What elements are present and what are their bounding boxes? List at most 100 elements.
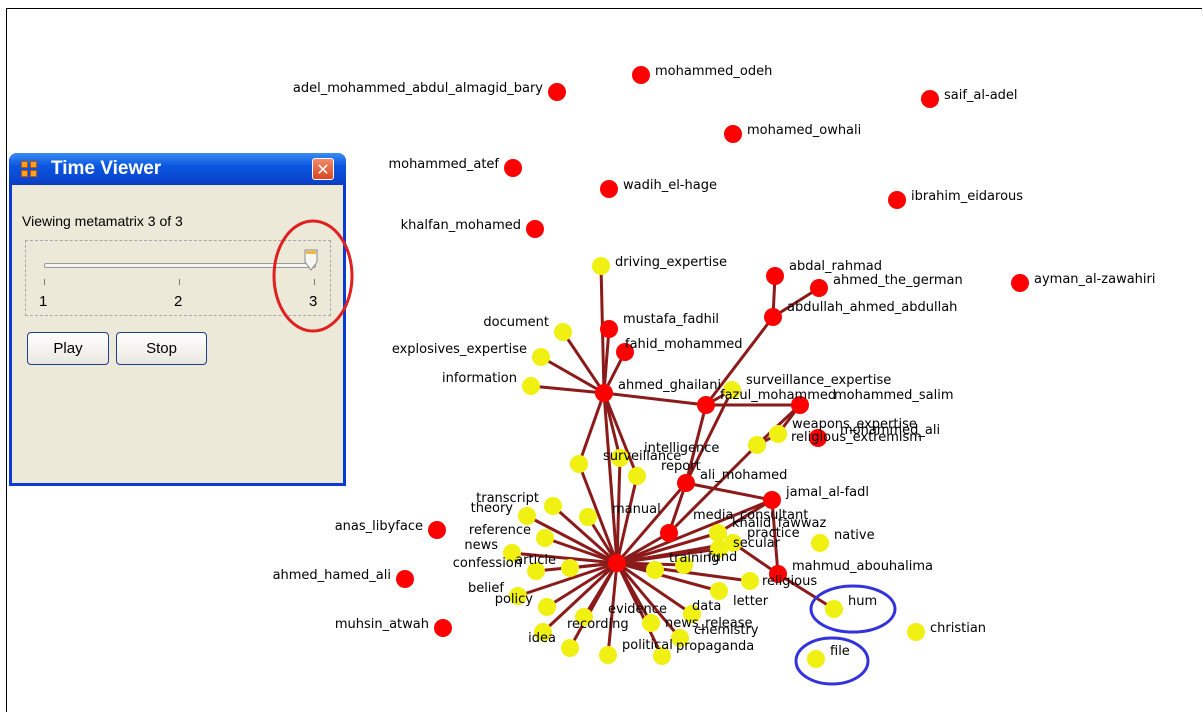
node-label: report (661, 459, 701, 474)
node-ali_mohamed[interactable] (677, 474, 695, 492)
node-driving_expertise[interactable] (592, 257, 610, 275)
node-mohammed_ali[interactable] (809, 429, 827, 447)
node-religious[interactable] (741, 572, 759, 590)
node-data[interactable] (683, 605, 701, 623)
node-manual[interactable] (579, 508, 597, 526)
node-file[interactable] (807, 650, 825, 668)
play-button[interactable]: Play (27, 332, 109, 365)
node-label: abdullah_ahmed_abdullah (787, 300, 957, 315)
node-theory[interactable] (518, 507, 536, 525)
node-letter[interactable] (710, 582, 728, 600)
node-news[interactable] (503, 544, 521, 562)
graph-edge (685, 481, 773, 502)
node-information[interactable] (522, 377, 540, 395)
node-muhsin_atwah[interactable] (434, 619, 452, 637)
node-mohammed_salim[interactable] (791, 396, 809, 414)
close-icon[interactable]: ✕ (312, 158, 334, 180)
node-news_release[interactable] (642, 614, 660, 632)
node-belief[interactable] (509, 587, 527, 605)
node-label: belief (468, 581, 504, 596)
node-secular[interactable] (710, 540, 728, 558)
node-mohammed_atef[interactable] (504, 159, 522, 177)
node-political[interactable] (599, 646, 617, 664)
node-khalid_fawwaz[interactable] (709, 524, 727, 542)
time-viewer-titlebar[interactable]: Time Viewer ✕ (9, 153, 346, 185)
node-fund[interactable] (675, 556, 693, 574)
node-idea[interactable] (561, 639, 579, 657)
stop-button[interactable]: Stop (116, 332, 207, 365)
node-hum[interactable] (825, 600, 843, 618)
node-policy[interactable] (538, 598, 556, 616)
node-reference[interactable] (536, 529, 554, 547)
node-explosives_expertise[interactable] (532, 348, 550, 366)
node-ibrahim_eidarous[interactable] (888, 191, 906, 209)
node-label: mohammed_atef (388, 157, 499, 172)
node-recording[interactable] (534, 623, 552, 641)
graph-edge (530, 384, 605, 395)
node-surveillance_expertise[interactable] (723, 381, 741, 399)
graph-edge (616, 498, 773, 565)
node-ayman_al-zawahiri[interactable] (1011, 274, 1029, 292)
node-surveillance[interactable] (570, 455, 588, 473)
node-adel_mohammed_abdul_almagid_bary[interactable] (548, 83, 566, 101)
node-fazul_mohammed[interactable] (697, 396, 715, 414)
node-abdal_rahmad[interactable] (766, 267, 784, 285)
node-religious_extremism[interactable] (748, 436, 766, 454)
node-chemistry[interactable] (671, 629, 689, 647)
node-jamal_al-fadl[interactable] (763, 491, 781, 509)
node-saif_al-adel[interactable] (921, 90, 939, 108)
graph-edge (615, 482, 688, 564)
node-mahmud_abouhalima[interactable] (769, 565, 787, 583)
node-weapons_expertise[interactable] (769, 425, 787, 443)
node-label: abdal_rahmad (789, 259, 882, 274)
node-label: native (834, 528, 875, 543)
node-ahmed_hamed_ali[interactable] (396, 570, 414, 588)
node-label: confession (453, 556, 522, 571)
node-label: ibrahim_eidarous (911, 189, 1023, 204)
node-mohammed_odeh[interactable] (632, 66, 650, 84)
slider-thumb[interactable] (304, 249, 318, 271)
graph-edge (602, 392, 639, 477)
metamatrix-slider[interactable]: 1 2 3 (25, 240, 331, 316)
graph-edge (615, 457, 622, 564)
node-christian[interactable] (907, 623, 925, 641)
node-label: muhsin_atwah (335, 617, 429, 632)
node-label: ayman_al-zawahiri (1034, 272, 1156, 287)
node-fahid_mohammed[interactable] (616, 343, 634, 361)
node-khalfan_mohamed[interactable] (526, 220, 544, 238)
node-anas_libyface[interactable] (428, 521, 446, 539)
node-native[interactable] (811, 534, 829, 552)
node-abdullah_ahmed_abdullah[interactable] (764, 308, 782, 326)
node-mohamed_owhali[interactable] (724, 125, 742, 143)
node-media_consultant[interactable] (660, 524, 678, 542)
slider-track[interactable] (44, 263, 316, 268)
node-label: idea (528, 631, 556, 646)
time-viewer-window[interactable]: Time Viewer ✕ Viewing metamatrix 3 of 3 … (9, 153, 346, 486)
node-practice[interactable] (724, 534, 742, 552)
node-training[interactable] (646, 561, 664, 579)
graph-edge (511, 551, 618, 565)
node-article[interactable] (561, 559, 579, 577)
node-document[interactable] (554, 323, 572, 341)
node-evidence[interactable] (575, 608, 593, 626)
node-report[interactable] (628, 467, 646, 485)
node-intelligence[interactable] (611, 449, 629, 467)
node-hub[interactable] (608, 554, 626, 572)
network-canvas[interactable] (6, 8, 1202, 712)
node-confession[interactable] (527, 562, 545, 580)
node-label: news (464, 538, 498, 553)
node-ahmed_ghailani[interactable] (595, 384, 613, 402)
metamatrix-status: Viewing metamatrix 3 of 3 (22, 213, 183, 229)
node-label: reference (469, 523, 531, 538)
node-wadih_el-hage[interactable] (600, 180, 618, 198)
node-label: surveillance_expertise (746, 373, 891, 388)
node-label: practice (747, 526, 800, 541)
graph-edge (755, 403, 802, 447)
node-transcript[interactable] (544, 497, 562, 515)
node-propaganda[interactable] (653, 647, 671, 665)
node-mustafa_fadhil[interactable] (600, 320, 618, 338)
graph-edge (603, 391, 707, 407)
node-label: saif_al-adel (944, 88, 1018, 103)
node-ahmed_the_german[interactable] (810, 279, 828, 297)
